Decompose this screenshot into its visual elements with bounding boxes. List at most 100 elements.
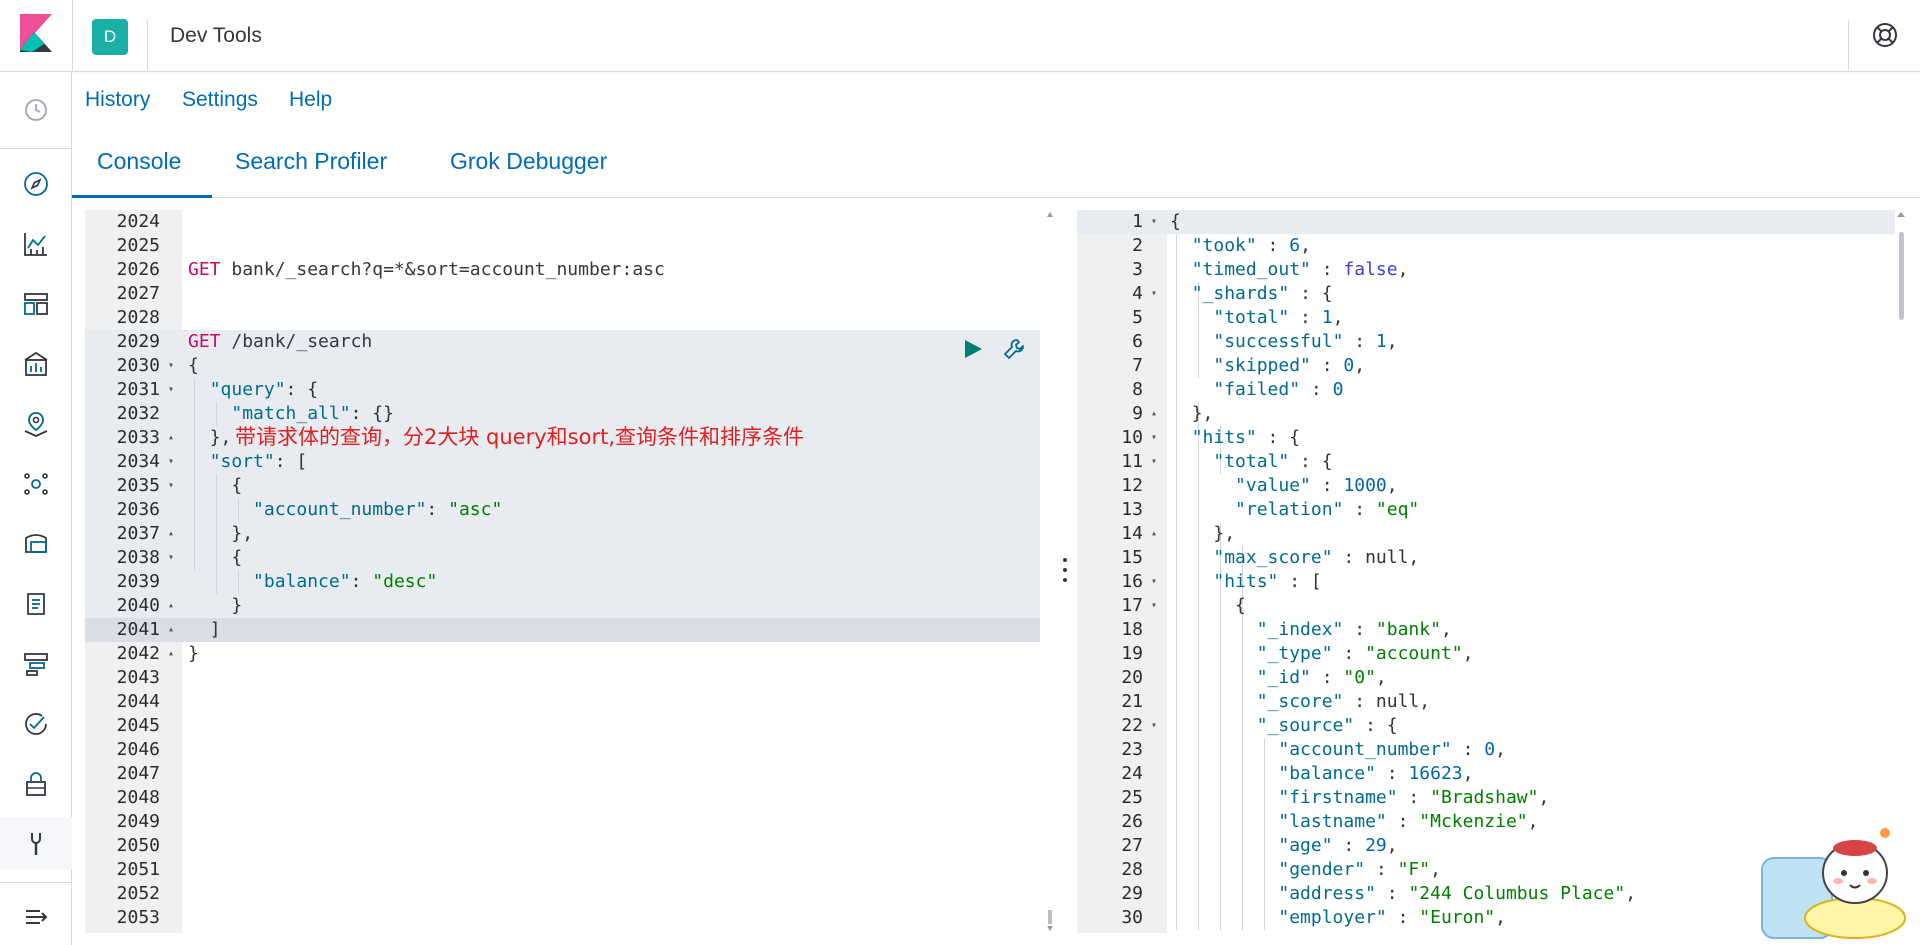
discover-compass-icon[interactable]	[22, 170, 50, 198]
code-text: ]	[209, 619, 221, 640]
code-text: "timed_out" : false,	[1191, 259, 1409, 280]
fold-toggle[interactable]: ▴	[167, 648, 175, 659]
code-text: "account_number" : 0,	[1278, 739, 1506, 760]
line-number: 9	[1132, 403, 1143, 424]
code-text: "max_score" : null,	[1213, 547, 1420, 568]
code-text: {	[188, 355, 199, 376]
code-text: "query": {	[209, 379, 319, 400]
settings-link[interactable]: Settings	[182, 88, 258, 111]
cursor-line-highlight	[1077, 210, 1895, 234]
infrastructure-icon[interactable]	[22, 530, 50, 558]
mascot-sticker-image	[1761, 828, 1906, 939]
code-text: "_score" : null,	[1256, 691, 1431, 712]
fold-toggle[interactable]: ▾	[167, 456, 175, 467]
fold-toggle[interactable]: ▾	[1150, 456, 1158, 467]
fold-toggle[interactable]: ▴	[1150, 528, 1158, 539]
fold-toggle[interactable]: ▾	[1150, 600, 1158, 611]
fold-toggle[interactable]: ▾	[1150, 288, 1158, 299]
line-number: 6	[1132, 331, 1143, 352]
fold-toggle[interactable]: ▾	[167, 360, 175, 371]
fold-toggle[interactable]: ▴	[1150, 408, 1158, 419]
tab-console[interactable]: Console	[97, 148, 182, 174]
code-text: "total" : 1,	[1213, 307, 1344, 328]
indent-guide	[1198, 282, 1199, 378]
fold-toggle[interactable]: ▾	[167, 384, 175, 395]
code-text: "age" : 29,	[1278, 835, 1398, 856]
editor-gutter	[1077, 210, 1167, 933]
indent-guide	[1198, 402, 1199, 930]
send-request-play-icon[interactable]	[962, 338, 984, 360]
line-number: 2048	[116, 787, 160, 808]
request-settings-wrench-icon[interactable]	[1002, 337, 1026, 361]
indent-guide	[216, 402, 217, 426]
fold-toggle[interactable]: ▾	[1150, 576, 1158, 587]
line-number: 2031	[116, 379, 160, 400]
response-viewer-scrollbar[interactable]	[1895, 210, 1907, 933]
pane-resize-handle[interactable]	[1061, 555, 1069, 585]
fold-toggle[interactable]: ▾	[1150, 216, 1158, 227]
line-number: 2	[1132, 235, 1143, 256]
collapse-menu-icon[interactable]	[22, 903, 50, 931]
help-menu-icon[interactable]	[1872, 22, 1898, 48]
line-number: 11	[1121, 451, 1143, 472]
response-viewer[interactable]: 1▾{ 2 "took" : 6, 3 "timed_out" : false,…	[1077, 210, 1895, 933]
line-number: 2051	[116, 859, 160, 880]
machine-learning-icon[interactable]	[22, 470, 50, 498]
line-number: 24	[1121, 763, 1143, 784]
line-number: 2026	[116, 259, 160, 280]
nav-divider	[0, 882, 72, 883]
dev-tools-wrench-icon[interactable]	[22, 830, 50, 858]
code-text: "sort": [	[209, 451, 308, 472]
fold-toggle[interactable]: ▾	[1150, 720, 1158, 731]
code-text: GET /bank/_search	[188, 331, 373, 352]
request-editor-scrollbar[interactable]	[1046, 210, 1054, 933]
scrollbar-thumb[interactable]	[1899, 232, 1904, 320]
active-tab-indicator	[72, 195, 212, 198]
tab-search-profiler[interactable]: Search Profiler	[235, 148, 388, 174]
uptime-icon[interactable]	[22, 710, 50, 738]
fold-toggle[interactable]: ▴	[167, 528, 175, 539]
fold-toggle[interactable]: ▾	[167, 552, 175, 563]
apm-icon[interactable]	[22, 650, 50, 678]
line-number: 27	[1121, 835, 1143, 856]
code-text: "hits" : [	[1213, 571, 1322, 592]
tab-grok-debugger[interactable]: Grok Debugger	[450, 148, 608, 174]
line-number: 29	[1121, 883, 1143, 904]
code-text: "_index" : "bank",	[1256, 619, 1452, 640]
recently-viewed-icon[interactable]	[22, 96, 50, 124]
visualize-chart-icon[interactable]	[22, 230, 50, 258]
line-number: 3	[1132, 259, 1143, 280]
canvas-icon[interactable]	[22, 350, 50, 378]
logs-icon[interactable]	[22, 590, 50, 618]
code-text: "_source" : {	[1256, 715, 1398, 736]
fold-toggle[interactable]: ▾	[1150, 432, 1158, 443]
code-text: "gender" : "F",	[1278, 859, 1441, 880]
line-number: 2049	[116, 811, 160, 832]
line-number: 12	[1121, 475, 1143, 496]
code-text: "_id" : "0",	[1256, 667, 1387, 688]
code-text: {	[1235, 595, 1246, 616]
line-number: 2041	[116, 619, 160, 640]
fold-toggle[interactable]: ▴	[167, 600, 175, 611]
dashboard-icon[interactable]	[22, 290, 50, 318]
line-number: 2027	[116, 283, 160, 304]
code-text: },	[209, 427, 232, 448]
history-link[interactable]: History	[85, 88, 151, 111]
maps-icon[interactable]	[22, 410, 50, 438]
line-number: 2028	[116, 307, 160, 328]
siem-lock-icon[interactable]	[22, 770, 50, 798]
code-text: "account_number": "asc"	[253, 499, 503, 520]
fold-toggle[interactable]: ▾	[167, 480, 175, 491]
kibana-logo-icon[interactable]	[20, 14, 52, 52]
line-number: 19	[1121, 643, 1143, 664]
space-avatar[interactable]: D	[92, 19, 128, 55]
line-number: 2033	[116, 427, 160, 448]
help-link[interactable]: Help	[289, 88, 333, 111]
fold-toggle[interactable]: ▴	[167, 624, 175, 635]
indent-guide	[1264, 738, 1265, 930]
line-number: 16	[1121, 571, 1143, 592]
line-number: 2042	[116, 643, 160, 664]
line-number: 30	[1121, 907, 1143, 928]
fold-toggle[interactable]: ▴	[167, 432, 175, 443]
